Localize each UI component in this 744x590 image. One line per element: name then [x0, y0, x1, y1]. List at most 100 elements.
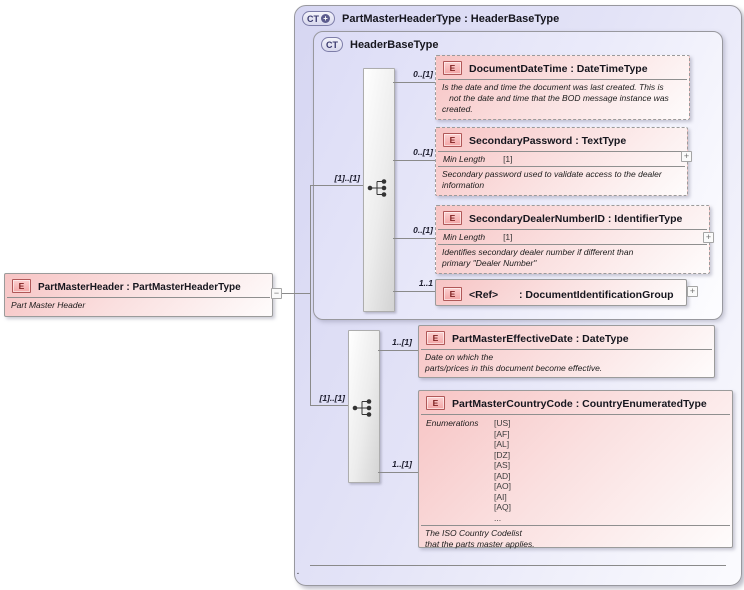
collapse-button[interactable]: −: [271, 288, 282, 299]
cardinality-label: 0..[1]: [413, 147, 433, 157]
element-header[interactable]: E PartMasterCountryCode : CountryEnumera…: [419, 391, 732, 414]
facet-name: Min Length: [443, 232, 486, 242]
element-type: : TextType: [572, 135, 627, 147]
element-box-part-master-header: E PartMasterHeader : PartMasterHeaderTyp…: [4, 273, 273, 317]
cardinality-label: 1..[1]: [392, 459, 412, 469]
expand-button[interactable]: +: [703, 232, 714, 243]
connector-line: [378, 350, 418, 351]
connector-line: [393, 160, 435, 161]
element-box-secondary-password: E SecondaryPassword : TextType Min Lengt…: [435, 127, 688, 196]
enum-value: [AL]: [494, 439, 510, 449]
element-annotation: Date on which the parts/prices in this d…: [425, 352, 603, 373]
element-name: PartMasterEffectiveDate: [452, 333, 573, 345]
expand-icon[interactable]: +: [321, 14, 330, 23]
cardinality-label: 0..[1]: [413, 225, 433, 235]
sequence-icon: [352, 399, 372, 417]
element-badge-icon: E: [443, 211, 462, 225]
element-annotation: Part Master Header: [11, 300, 86, 310]
element-header[interactable]: E DocumentDateTime : DateTimeType: [436, 56, 689, 79]
ct-badge-label: CT: [326, 39, 338, 50]
element-header[interactable]: E PartMasterHeader : PartMasterHeaderTyp…: [5, 274, 272, 297]
divider: [438, 79, 687, 80]
complex-type-title: PartMasterHeaderType : HeaderBaseType: [342, 12, 560, 25]
facet-row: Min Length [1]: [438, 229, 707, 245]
element-name: PartMasterCountryCode: [452, 398, 573, 410]
element-badge-icon: E: [443, 287, 462, 301]
cardinality-label: [1]..[1]: [319, 393, 346, 403]
element-annotation: The ISO Country Codelist that the parts …: [425, 528, 535, 549]
cardinality-label: 1..1: [418, 278, 433, 288]
enum-value: [AO]: [494, 481, 512, 491]
element-header[interactable]: E <Ref> : DocumentIdentificationGroup: [436, 280, 686, 305]
connector-line: [282, 293, 310, 294]
sequence-group-1: [363, 68, 395, 312]
connector-line: [393, 82, 435, 83]
element-header[interactable]: E SecondaryPassword : TextType: [436, 128, 687, 151]
sequence-icon: [367, 179, 387, 197]
enum-value: [AI]: [494, 491, 507, 502]
element-type: : CountryEnumeratedType: [572, 398, 707, 410]
element-type: : PartMasterHeaderType: [123, 282, 241, 293]
element-badge-icon: E: [426, 331, 445, 345]
element-box-ref-document-identification-group: E <Ref> : DocumentIdentificationGroup: [435, 279, 687, 306]
connector-line: [310, 185, 363, 186]
element-type: : IdentifierType: [604, 213, 683, 225]
base-type-title: HeaderBaseType: [350, 38, 439, 51]
cardinality-label: 0..[1]: [413, 69, 433, 79]
enumerations-section: Enumerations [US] [AF] [AL] [DZ] [AS] [A…: [419, 415, 732, 525]
divider: [421, 414, 730, 415]
connector-line: [310, 405, 348, 406]
connector-line: [310, 185, 311, 406]
sequence-group-2: [348, 330, 380, 483]
complex-type-icon: CT+: [302, 11, 335, 26]
enum-value: [DZ]: [494, 449, 511, 460]
facet-value: [1]: [503, 154, 513, 164]
element-annotation: Secondary password used to validate acce…: [442, 169, 662, 190]
element-badge-icon: E: [426, 396, 445, 410]
expand-button[interactable]: +: [681, 151, 692, 162]
element-badge-icon: E: [443, 61, 462, 75]
element-box-part-master-country-code: E PartMasterCountryCode : CountryEnumera…: [418, 390, 733, 549]
element-annotation: Identifies secondary dealer number if di…: [442, 247, 634, 268]
element-type: : DocumentIdentificationGroup: [519, 289, 674, 301]
enum-value: [US]: [494, 418, 511, 428]
element-type: : DateTimeType: [567, 63, 648, 75]
element-header[interactable]: E SecondaryDealerNumberID : IdentifierTy…: [436, 206, 709, 229]
element-box-part-master-effective-date: E PartMasterEffectiveDate : DateType Dat…: [418, 325, 715, 378]
element-name: DocumentDateTime: [469, 63, 568, 75]
element-type: : DateType: [572, 333, 629, 345]
facet-name: Min Length: [443, 154, 486, 164]
element-name: PartMasterHeader: [38, 282, 124, 293]
element-name: <Ref>: [469, 289, 499, 301]
divider: [310, 565, 726, 566]
enum-value: [AS]: [494, 460, 511, 470]
base-type-header[interactable]: CT HeaderBaseType: [321, 37, 438, 52]
facet-value: [1]: [503, 232, 513, 242]
element-box-document-date-time: E DocumentDateTime : DateTimeType Is the…: [435, 55, 690, 120]
element-badge-icon: E: [443, 133, 462, 147]
divider: [421, 349, 712, 350]
enum-value: [AF]: [494, 428, 510, 439]
divider: [421, 525, 730, 526]
connector-line: [393, 238, 435, 239]
facet-row: Min Length [1]: [438, 151, 685, 167]
complex-type-icon: CT: [321, 37, 343, 52]
divider: [7, 297, 270, 298]
enumeration-values: [US] [AF] [AL] [DZ] [AS] [AD] [AO] [AI] …: [494, 418, 511, 523]
enum-value: ...: [494, 512, 502, 523]
connector-line: [393, 291, 435, 292]
type-annotation: .: [297, 566, 300, 577]
cardinality-label: [1]..[1]: [334, 173, 361, 183]
ct-badge-label: CT: [307, 13, 319, 24]
expand-button[interactable]: +: [687, 286, 698, 297]
element-header[interactable]: E PartMasterEffectiveDate : DateType: [419, 326, 714, 349]
element-annotation: Is the date and time the document was la…: [442, 82, 669, 114]
facet-name: Enumerations: [426, 418, 479, 428]
cardinality-label: 1..[1]: [392, 337, 412, 347]
connector-line: [378, 472, 418, 473]
element-badge-icon: E: [12, 279, 31, 293]
element-name: SecondaryPassword: [469, 135, 573, 147]
element-name: SecondaryDealerNumberID: [469, 213, 605, 225]
complex-type-header[interactable]: CT+ PartMasterHeaderType : HeaderBaseTyp…: [302, 11, 559, 26]
